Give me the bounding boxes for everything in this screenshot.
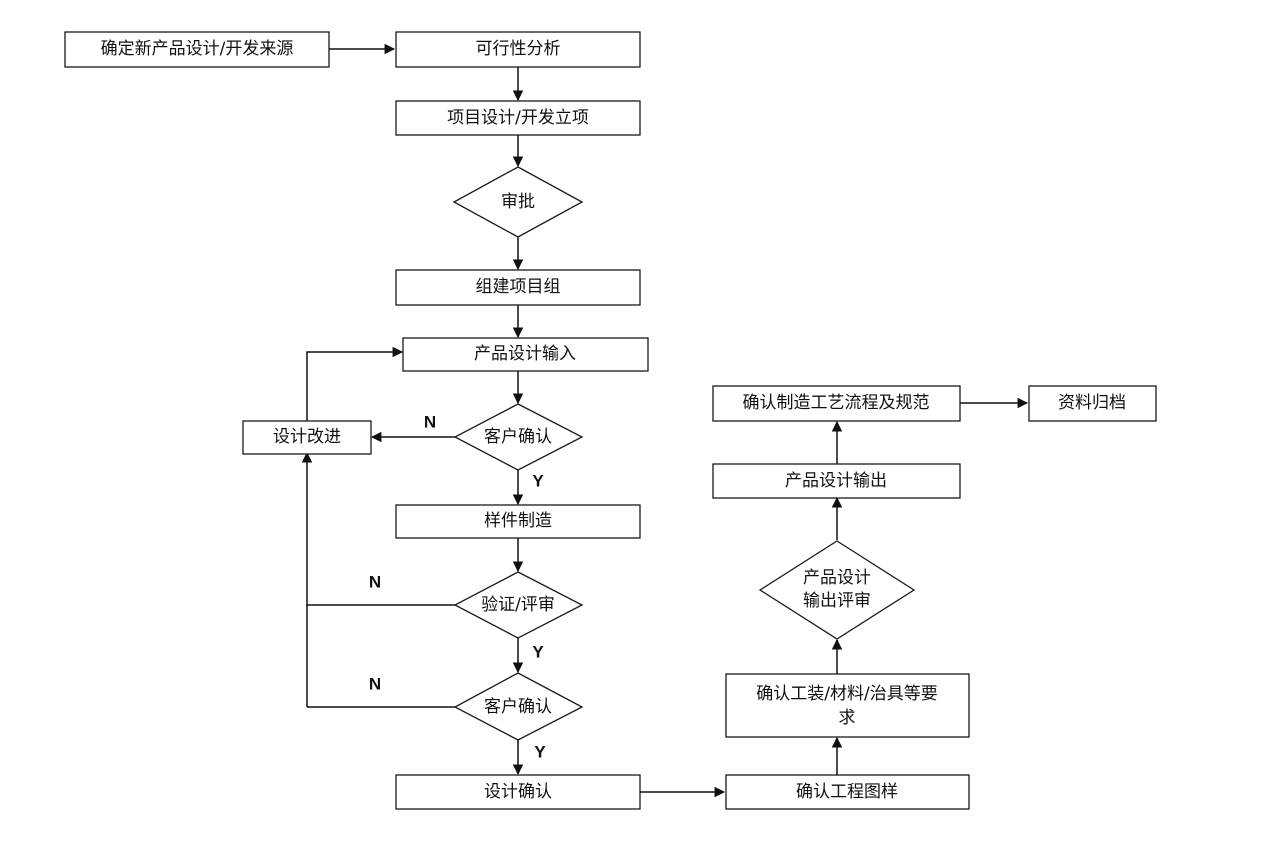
edge-label-n3: N <box>369 675 381 694</box>
node-design-confirm-label: 设计确认 <box>484 782 552 802</box>
edge-label-y2: Y <box>532 643 544 662</box>
decision-approval-label: 审批 <box>501 192 535 212</box>
edge-label-y3: Y <box>534 743 546 762</box>
node-source: 确定新产品设计/开发来源 <box>64 31 330 68</box>
node-process-spec: 确认制造工艺流程及规范 <box>712 385 961 422</box>
node-project-setup-label: 项目设计/开发立项 <box>447 108 589 128</box>
decision-verify-review-label: 验证/评审 <box>481 595 555 615</box>
node-confirm-tooling-line2: 求 <box>839 708 856 728</box>
node-project-setup: 项目设计/开发立项 <box>395 100 641 136</box>
decision-customer-confirm-1-label: 客户确认 <box>484 427 552 447</box>
node-process-spec-label: 确认制造工艺流程及规范 <box>743 393 930 413</box>
node-confirm-tooling-line1: 确认工装/材料/治具等要 <box>756 684 937 704</box>
node-design-improve-label: 设计改进 <box>273 427 341 447</box>
node-team: 组建项目组 <box>395 269 641 306</box>
node-archive-label: 资料归档 <box>1058 393 1126 413</box>
node-design-improve: 设计改进 <box>242 420 372 455</box>
edge-improve-to-input <box>306 346 404 421</box>
decision-customer-confirm-2: 客户确认 <box>453 672 584 741</box>
decision-customer-confirm-1: 客户确认 <box>453 403 584 471</box>
node-source-label: 确定新产品设计/开发来源 <box>101 39 294 59</box>
decision-verify-review: 验证/评审 <box>453 571 584 639</box>
decision-customer-confirm-2-label: 客户确认 <box>484 697 552 717</box>
node-confirm-drawings: 确认工程图样 <box>725 774 970 810</box>
node-design-input: 产品设计输入 <box>402 337 649 372</box>
node-archive: 资料归档 <box>1028 385 1157 422</box>
decision-output-review: 产品设计 输出评审 <box>758 540 916 640</box>
node-sample-making-label: 样件制造 <box>484 511 552 531</box>
decision-approval: 审批 <box>452 166 584 238</box>
node-design-output: 产品设计输出 <box>712 463 961 499</box>
decision-output-review-line1: 产品设计 <box>803 568 871 588</box>
node-confirm-tooling: 确认工装/材料/治具等要 求 <box>725 673 970 738</box>
edge-label-y1: Y <box>532 472 544 491</box>
node-confirm-drawings-label: 确认工程图样 <box>796 782 898 802</box>
node-team-label: 组建项目组 <box>476 277 561 297</box>
node-feasibility-label: 可行性分析 <box>476 39 561 59</box>
node-design-output-label: 产品设计输出 <box>785 471 887 491</box>
node-design-confirm: 设计确认 <box>395 774 641 810</box>
node-sample-making: 样件制造 <box>395 504 641 539</box>
edge-label-n2: N <box>369 573 381 592</box>
decision-output-review-line2: 输出评审 <box>803 591 871 611</box>
edges <box>301 43 1029 798</box>
edge-label-n1: N <box>424 413 436 432</box>
node-feasibility: 可行性分析 <box>395 31 641 68</box>
node-design-input-label: 产品设计输入 <box>474 344 576 364</box>
